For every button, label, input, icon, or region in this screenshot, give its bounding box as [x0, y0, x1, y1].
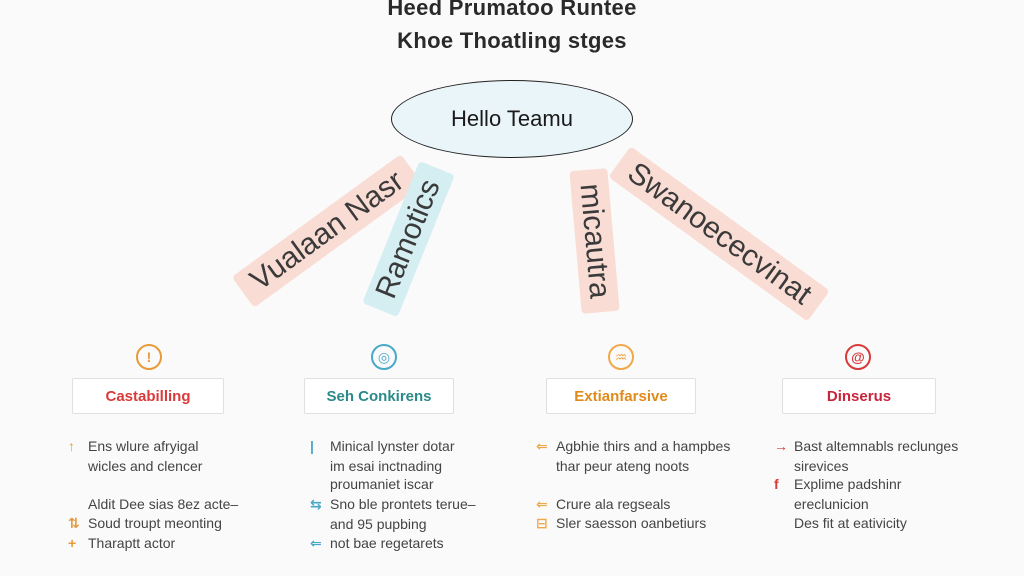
list-item: Aldit Dee sias 8ez acte– — [88, 494, 238, 514]
list-item-text: im esai inctnading — [330, 458, 443, 474]
plus-icon: + — [68, 535, 77, 551]
root-node: Hello Teamu — [391, 80, 633, 158]
list-item-text: thar peur ateng noots — [556, 458, 690, 474]
list-item: ⇐ not bae regetarets — [310, 533, 444, 553]
list-item-text: sirevices — [794, 458, 849, 474]
category-label-2: Seh Conkirens — [326, 387, 432, 405]
list-item-text: Ens wlure afryigal — [88, 438, 199, 454]
link-icon: ⇐ — [310, 535, 322, 551]
list-item-text: Crure ala regseals — [556, 496, 671, 512]
category-label-1: Castabilling — [105, 387, 191, 405]
list-item-text: Tharaptt actor — [88, 535, 176, 551]
list-item-text: Bast altemnabls reclunges — [794, 438, 959, 454]
list-item: f Explime padshinr ereclunicion — [774, 474, 902, 514]
list-item-text: Sno ble prontets terue– — [330, 496, 476, 512]
category-box-2: Seh Conkirens — [304, 378, 454, 414]
swap-icon: ⇅ — [68, 515, 80, 531]
category-box-1: Castabilling — [72, 378, 224, 414]
category-box-3: Extianfarsive — [546, 378, 696, 414]
list-item-text: Aldit Dee sias 8ez acte– — [88, 496, 239, 512]
list-item: ⊟ Sler saesson oanbetiurs — [536, 513, 707, 533]
target-icon: ◎ — [371, 344, 397, 370]
category-label-3: Extianfarsive — [574, 387, 668, 405]
spiral-icon: @ — [845, 344, 871, 370]
category-box-4: Dinserus — [782, 378, 936, 414]
list-item: ↑ Ens wlure afryigal wicles and clencer — [68, 436, 203, 476]
branch-label-3: micautra — [569, 168, 620, 314]
category-label-4: Dinserus — [826, 387, 892, 405]
list-item-text: Soud troupt meonting — [88, 515, 222, 531]
list-item: Des fit at eativicity — [794, 513, 907, 533]
list-item-text: and 95 pupbing — [330, 516, 427, 532]
arrow-right-icon: → — [774, 438, 788, 454]
list-item-text: Des fit at eativicity — [794, 515, 907, 531]
list-item: ⇐ Agbhie thirs and a hampbes thar peur ate… — [536, 436, 731, 476]
shuffle-icon: ⇆ — [310, 496, 322, 512]
arrow-up-icon: ↑ — [68, 438, 75, 454]
list-item-text: not bae regetarets — [330, 535, 444, 551]
list-item: | Minical lynster dotar im esai inctnading — [310, 436, 455, 476]
list-item-text: wicles and clencer — [88, 458, 203, 474]
list-item: ⇅ Soud troupt meonting — [68, 513, 222, 533]
link-icon: ⇐ — [536, 438, 548, 454]
list-item: proumaniet iscar — [330, 474, 434, 494]
list-item: + Tharaptt actor — [68, 533, 176, 553]
exclamation-icon: ! — [136, 344, 162, 370]
bar-icon: | — [310, 438, 314, 454]
link-icon: ⇐ — [536, 496, 548, 512]
box-icon: ⊟ — [536, 515, 548, 531]
f-icon: f — [774, 476, 779, 492]
list-item-text: Sler saesson oanbetiurs — [556, 515, 707, 531]
fan-icon: ♒ — [608, 344, 634, 370]
diagram-subtitle: Khoe Thoatling stges — [397, 28, 627, 53]
branch-label-4: Swanoececvinat — [608, 146, 831, 322]
list-item-text: ereclunicion — [794, 496, 869, 512]
diagram-title: Heed Prumatoo Runtee — [387, 0, 637, 20]
list-item: → Bast altemnabls reclunges sirevices — [774, 436, 959, 476]
list-item-text: proumaniet iscar — [330, 476, 434, 492]
root-node-label: Hello Teamu — [451, 106, 573, 131]
list-item-text: Explime padshinr — [794, 476, 902, 492]
list-item: ⇐ Crure ala regseals — [536, 494, 671, 514]
list-item-text: Agbhie thirs and a hampbes — [556, 438, 731, 454]
list-item-text: Minical lynster dotar — [330, 438, 455, 454]
list-item: ⇆ Sno ble prontets terue– and 95 pupbing — [310, 494, 476, 534]
